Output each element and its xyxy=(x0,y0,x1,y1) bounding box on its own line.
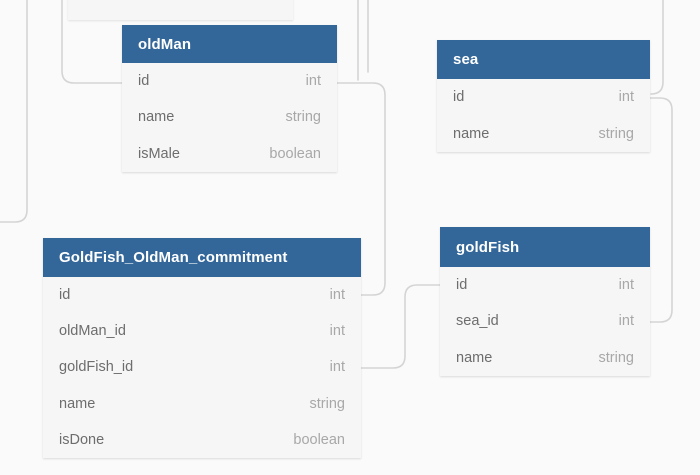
edge-top-right-stub[interactable] xyxy=(650,0,664,95)
attribute-type: int xyxy=(618,89,634,106)
entity-title: sea xyxy=(453,51,479,68)
attribute-name: id xyxy=(453,89,465,106)
attribute-row[interactable]: id int xyxy=(122,63,337,99)
attribute-type: string xyxy=(598,349,634,366)
attribute-name: name xyxy=(59,395,96,412)
entity-header-sea[interactable]: sea xyxy=(437,40,650,79)
entity-attributes-goldFish: id int sea_id int name string xyxy=(440,267,650,376)
attribute-name: isMale xyxy=(138,145,180,162)
attribute-row[interactable]: name string xyxy=(43,386,361,422)
attribute-type: int xyxy=(329,287,345,304)
attribute-row[interactable]: id int xyxy=(440,267,650,303)
attribute-row[interactable]: sea_id int xyxy=(440,303,650,339)
attribute-row[interactable]: id int xyxy=(437,79,650,116)
entity-attributes-oldMan: id int name string isMale boolean xyxy=(122,63,337,172)
attribute-name: name xyxy=(138,109,175,126)
edge-left-vertical-outer[interactable] xyxy=(0,0,28,223)
attribute-row[interactable]: id int xyxy=(43,277,361,313)
attribute-row[interactable]: isMale boolean xyxy=(122,136,337,172)
attribute-type: int xyxy=(329,359,345,376)
entity-oldMan[interactable]: oldMan id int name string isMale boolean xyxy=(122,25,337,172)
attribute-name: name xyxy=(456,349,493,366)
attribute-type: int xyxy=(329,323,345,340)
entity-title: goldFish xyxy=(456,238,520,256)
attribute-type: boolean xyxy=(269,145,321,162)
attribute-name: id xyxy=(138,73,150,90)
edge-sea-id-to-goldfish-seaid[interactable] xyxy=(649,97,673,323)
entity-title: GoldFish_OldMan_commitment xyxy=(59,249,288,266)
attribute-name: isDone xyxy=(59,431,105,448)
attribute-type: string xyxy=(309,395,345,412)
attribute-row[interactable]: name string xyxy=(440,340,650,376)
attribute-name: oldMan_id xyxy=(59,323,126,340)
entity-goldFish[interactable]: goldFish id int sea_id int name string xyxy=(440,227,650,376)
attribute-row[interactable]: goldFish_id int xyxy=(43,349,361,385)
attribute-type: string xyxy=(598,125,634,142)
entity-clipped-top[interactable] xyxy=(68,0,293,20)
entity-header-goldFish[interactable]: goldFish xyxy=(440,227,650,267)
attribute-row[interactable]: name string xyxy=(122,99,337,135)
attribute-name: goldFish_id xyxy=(59,359,134,376)
attribute-type: int xyxy=(618,277,634,294)
attribute-row[interactable]: oldMan_id int xyxy=(43,313,361,349)
entity-header-GoldFish_OldMan_commitment[interactable]: GoldFish_OldMan_commitment xyxy=(43,238,361,277)
attribute-type: int xyxy=(618,313,634,330)
attribute-row[interactable]: name string xyxy=(437,116,650,153)
attribute-name: id xyxy=(59,287,71,304)
attribute-name: name xyxy=(453,125,490,142)
edge-commitment-goldfishid-to-goldfish-id[interactable] xyxy=(360,284,441,369)
entity-title: oldMan xyxy=(138,35,192,53)
attribute-type: boolean xyxy=(293,431,345,448)
entity-header-oldMan[interactable]: oldMan xyxy=(122,25,337,63)
attribute-type: string xyxy=(285,109,321,126)
attribute-type: int xyxy=(305,73,321,90)
entity-attributes-sea: id int name string xyxy=(437,79,650,152)
attribute-row[interactable]: isDone boolean xyxy=(43,422,361,458)
attribute-name: sea_id xyxy=(456,313,499,330)
entity-sea[interactable]: sea id int name string xyxy=(437,40,650,152)
attribute-name: id xyxy=(456,277,468,294)
